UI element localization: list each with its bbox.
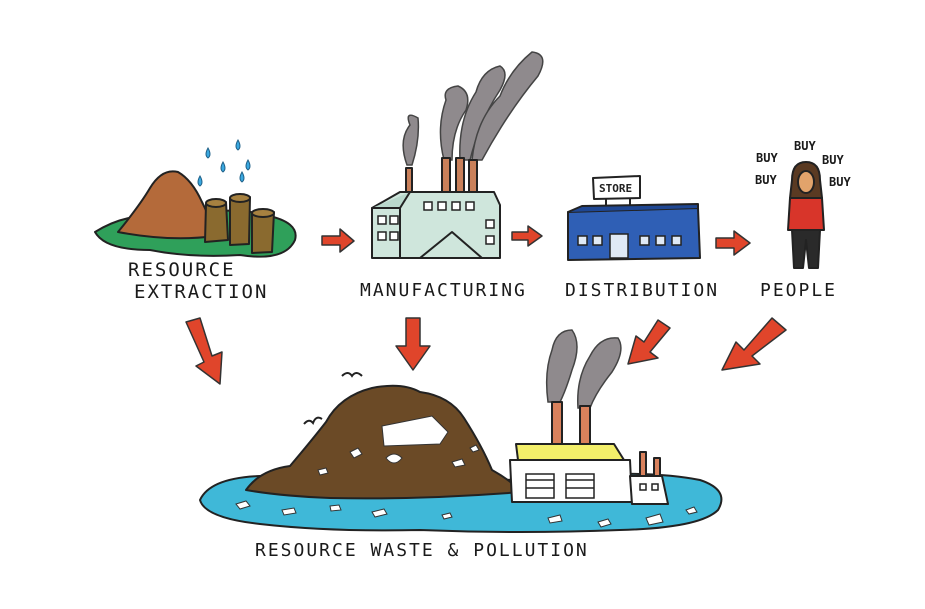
rain-drops [198, 140, 250, 186]
extraction-label-line1: RESOURCE [128, 259, 236, 281]
waste-label: RESOURCE WASTE & POLLUTION [255, 540, 589, 561]
factory-illustration [372, 52, 543, 258]
arrow-extraction-to-waste [186, 318, 222, 384]
arrow-extraction-to-manufacturing [322, 229, 354, 252]
store-illustration: STORE [568, 176, 700, 260]
person-face [798, 171, 814, 193]
bird-icon [342, 373, 362, 376]
waste-arrows [186, 318, 786, 384]
chimney [406, 168, 412, 194]
buy-word: BUY [822, 153, 844, 167]
people-label: PEOPLE [760, 280, 837, 301]
distribution-label: DISTRIBUTION [565, 280, 719, 301]
buy-word: BUY [756, 151, 778, 165]
arrow-people-to-waste [722, 318, 786, 370]
bird-icon [304, 418, 322, 424]
buy-word: BUY [755, 173, 777, 187]
person-legs [792, 230, 820, 268]
chimney [552, 402, 562, 444]
arrow-distribution-to-waste [628, 320, 670, 364]
buy-word: BUY [829, 175, 851, 189]
extraction-label-line2: EXTRACTION [134, 281, 268, 303]
arrow-distribution-to-people [716, 231, 750, 255]
arrow-manufacturing-to-distribution [512, 226, 542, 246]
pollution-smoke [547, 330, 577, 402]
manufacturing-label: MANUFACTURING [360, 280, 527, 301]
store-sign-text: STORE [599, 182, 632, 195]
store-building [568, 208, 700, 260]
arrow-manufacturing-to-waste [396, 318, 430, 370]
sunken-factory [516, 444, 624, 460]
buy-word: BUY [794, 139, 816, 153]
factory-smoke [403, 115, 418, 165]
person-shirt [788, 198, 824, 230]
extraction-illustration [95, 140, 296, 257]
person-illustration: BUY BUY BUY BUY BUY [755, 139, 851, 268]
